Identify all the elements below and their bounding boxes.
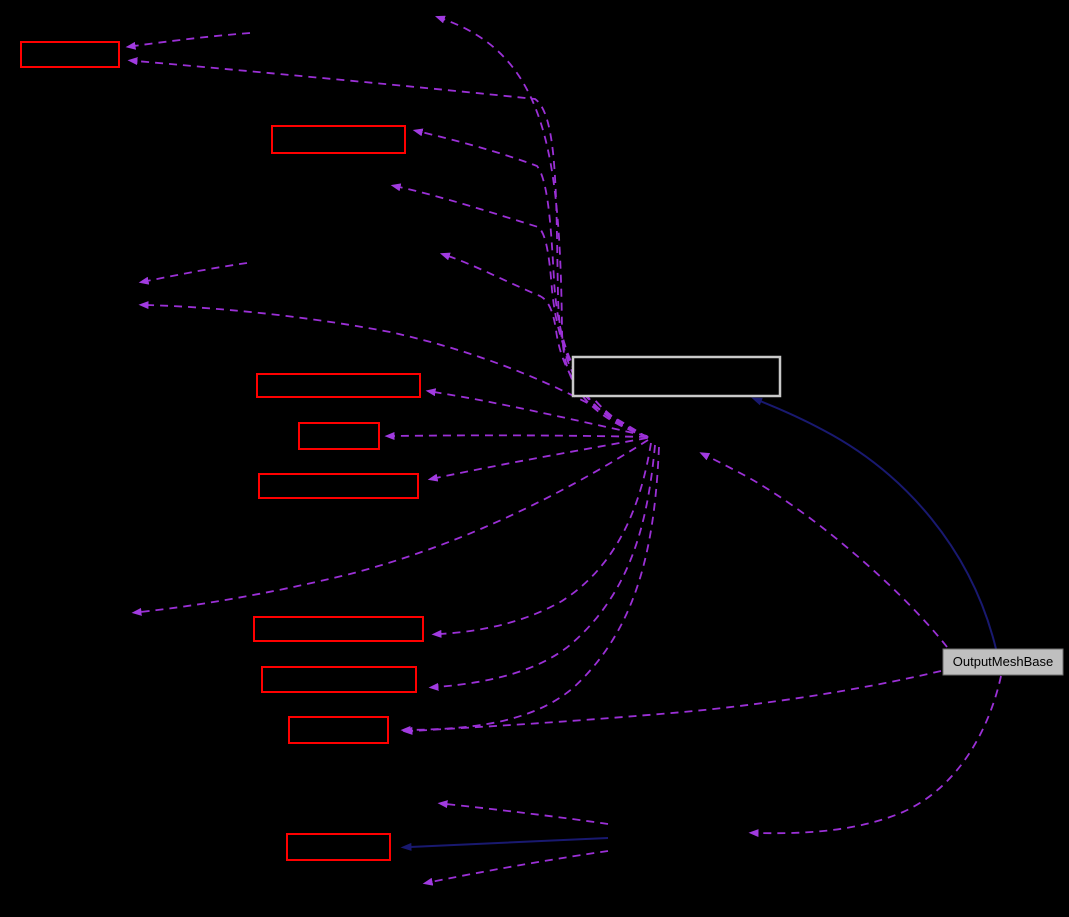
node-box-mid-3[interactable]	[258, 473, 419, 499]
edge-hub-to-box-mid-2	[384, 431, 648, 440]
node-box-mid-6[interactable]	[288, 716, 389, 744]
edge-bottom-node-to-arrow-884	[422, 850, 609, 886]
edge-hub-to-box-mid-1	[425, 388, 648, 437]
edge-omb-to-hub	[699, 452, 948, 648]
node-box-mid-2[interactable]	[298, 422, 380, 450]
node-box-mid-1[interactable]	[256, 373, 421, 398]
edge-hub-to-box-mid-4	[431, 442, 652, 638]
edge-omb-to-box-highlight	[751, 397, 997, 650]
node-box-upper[interactable]	[271, 125, 406, 154]
edge-hub-to-far-left-3	[131, 439, 649, 616]
edge-hub-to-top-arrow	[434, 15, 649, 438]
nodes-group: OutputMeshBase	[20, 41, 1064, 861]
node-output-mesh-base-label: OutputMeshBase	[953, 654, 1053, 669]
edge-hub-to-box-mid-5	[428, 444, 656, 691]
edge-hub-to-box-mid-3	[427, 437, 648, 482]
node-box-highlight[interactable]	[571, 355, 782, 398]
inheritance-edges-group	[400, 397, 997, 851]
node-box-mid-4[interactable]	[253, 616, 424, 642]
edge-omb-to-bottom-node	[748, 675, 1002, 838]
edge-bottom-node-to-box-bottom	[400, 837, 609, 851]
edge-hub-to-far-left-2	[138, 301, 649, 439]
edge-bottom-node-to-arrow-803	[437, 800, 609, 825]
node-output-mesh-base[interactable]	[942, 648, 1064, 676]
node-box-bottom[interactable]	[286, 833, 391, 861]
edge-hidden-a-to-box-top-left	[125, 32, 251, 50]
edge-hidden-b-to-far-left-1	[138, 262, 248, 285]
node-box-mid-5[interactable]	[261, 666, 417, 693]
node-box-top-left[interactable]	[20, 41, 120, 68]
edge-omb-to-box-mid-6	[402, 670, 942, 735]
